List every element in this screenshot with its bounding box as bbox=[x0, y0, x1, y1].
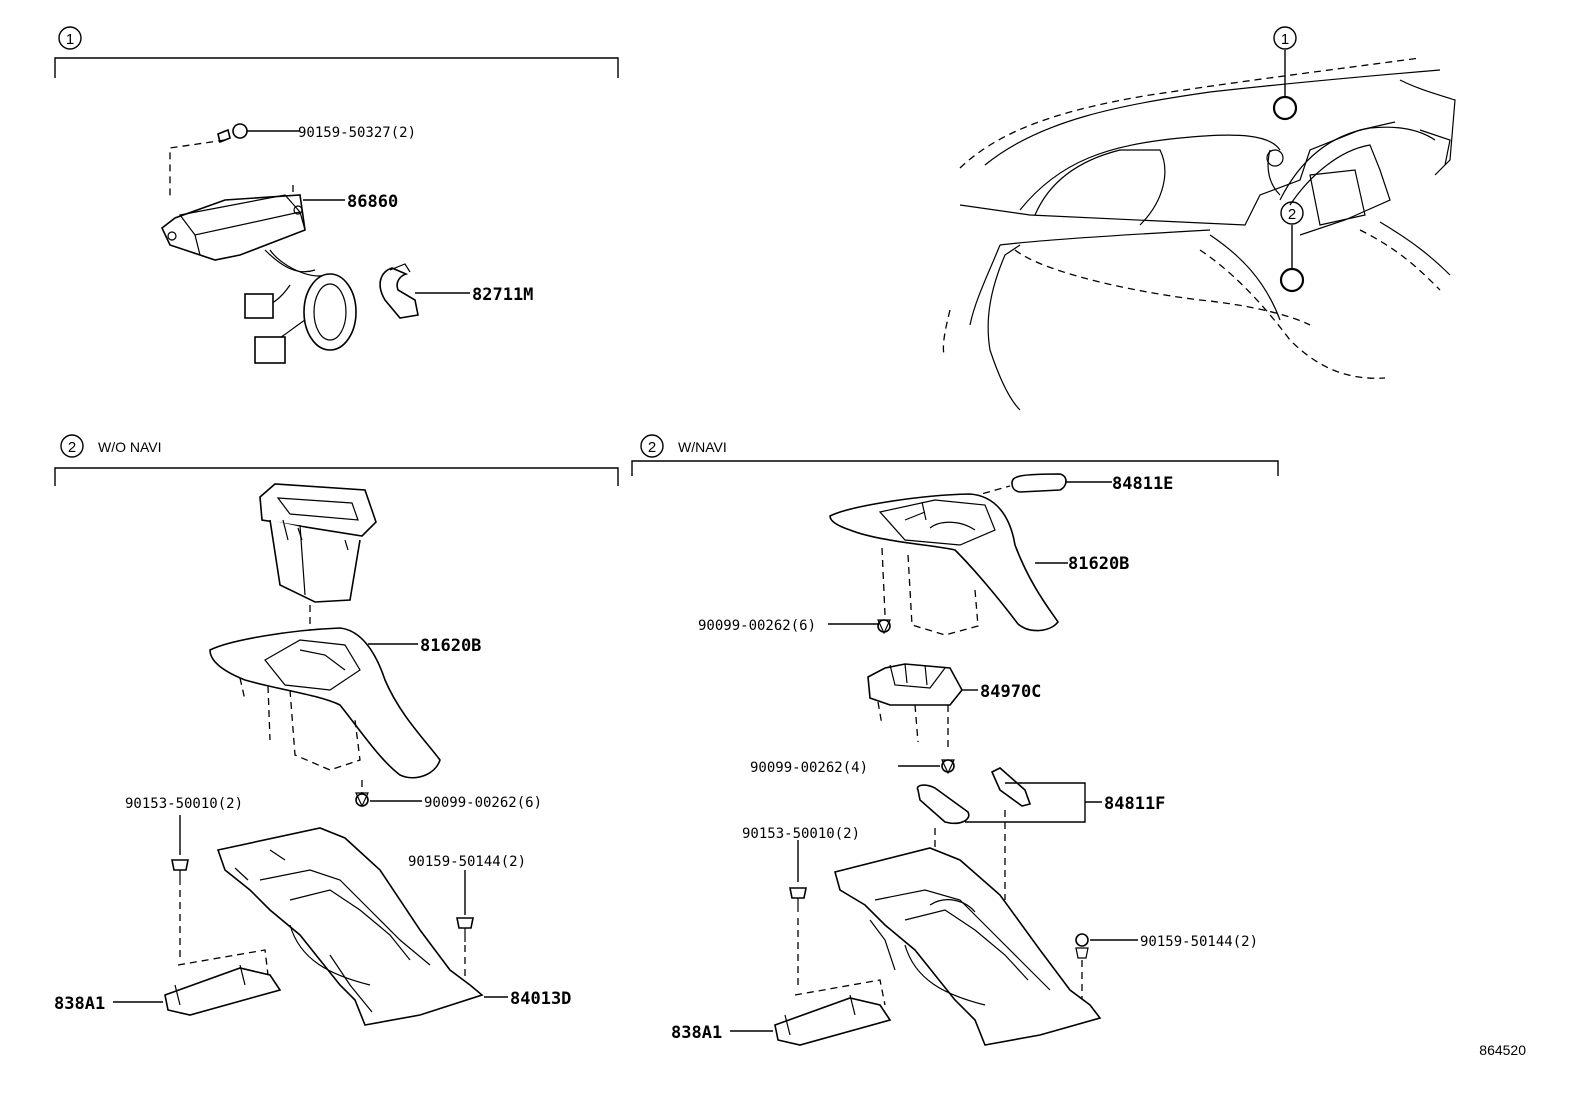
label-w-838A1: 838A1 bbox=[671, 1023, 722, 1043]
label-wo-84013D: 84013D bbox=[510, 989, 571, 1009]
label-w-84811E: 84811E bbox=[1112, 474, 1173, 494]
dashboard-overview bbox=[942, 26, 1456, 411]
section-2b-number: 2 bbox=[648, 439, 656, 456]
label-wo-90153-50010: 90153-50010(2) bbox=[125, 796, 243, 812]
label-wo-838A1: 838A1 bbox=[54, 994, 105, 1014]
label-w-84970C: 84970C bbox=[980, 682, 1041, 702]
overview-marker-2: 2 bbox=[1288, 206, 1296, 223]
label-wo-90159-50144: 90159-50144(2) bbox=[408, 854, 526, 870]
section-2a-header bbox=[54, 434, 619, 486]
airbag-sensor-assembly bbox=[161, 123, 470, 364]
label-wo-90099-00262-6: 90099-00262(6) bbox=[424, 795, 542, 811]
label-w-90159-50144: 90159-50144(2) bbox=[1140, 934, 1258, 950]
section-1-header: 1 bbox=[54, 26, 619, 78]
label-86860: 86860 bbox=[347, 192, 398, 212]
section-1-number: 1 bbox=[66, 31, 74, 48]
section-2a-label: W/O NAVI bbox=[98, 439, 162, 455]
label-w-81620B: 81620B bbox=[1068, 554, 1129, 574]
section-2b-header bbox=[631, 434, 1279, 476]
label-w-90153-50010: 90153-50010(2) bbox=[742, 826, 860, 842]
section-2b-label: W/NAVI bbox=[678, 439, 727, 455]
overview-marker-1: 1 bbox=[1281, 31, 1289, 48]
label-wo-81620B: 81620B bbox=[420, 636, 481, 656]
label-w-90099-00262-4: 90099-00262(4) bbox=[750, 760, 868, 776]
wo-navi-assembly bbox=[113, 483, 508, 1026]
label-82711M: 82711M bbox=[472, 285, 533, 305]
section-2a-number: 2 bbox=[68, 439, 76, 456]
label-w-90099-00262-6: 90099-00262(6) bbox=[698, 618, 816, 634]
label-w-84811F: 84811F bbox=[1104, 794, 1165, 814]
figure-id: 864520 bbox=[1479, 1042, 1526, 1058]
label-90159-50327: 90159-50327(2) bbox=[298, 125, 416, 141]
w-navi-assembly bbox=[730, 473, 1138, 1046]
